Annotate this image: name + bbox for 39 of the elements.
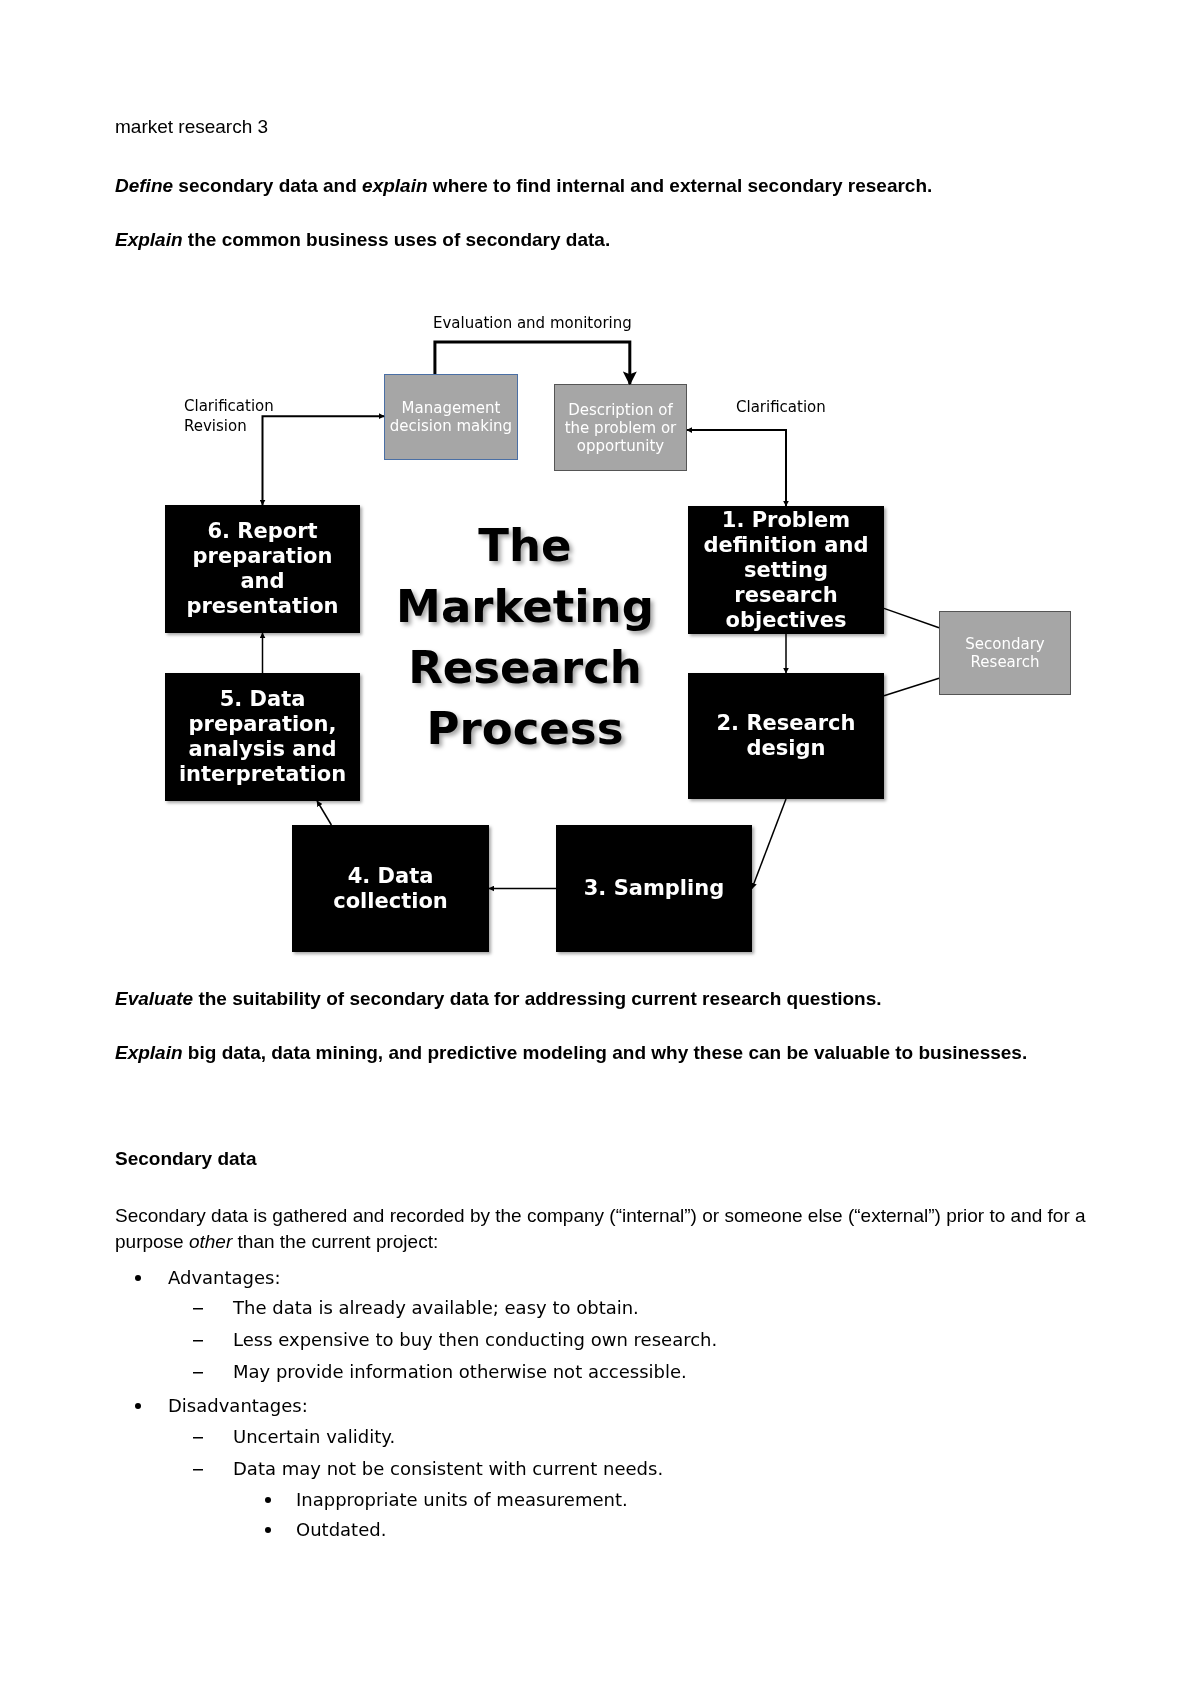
list-item: Inappropriate units of measurement. xyxy=(296,1488,629,1512)
process-box: 4. Data collection xyxy=(292,825,489,952)
arrow xyxy=(433,340,637,386)
edge-label: Evaluation and monitoring xyxy=(433,313,632,333)
connector-line xyxy=(883,607,940,629)
page-title: market research 3 xyxy=(115,115,269,139)
list-item: Uncertain validity. xyxy=(233,1425,397,1449)
instruction-text: Define secondary data and explain where to find internal and external secondary research. xyxy=(115,174,934,198)
process-box: 1. Problem definition and setting research objectives xyxy=(688,506,884,634)
large-heading-text: The Marketing Research Process xyxy=(395,518,655,757)
arrow xyxy=(751,798,787,890)
instruction-text: Explain big data, data mining, and predictive modeling and why these can be valuable to businesses. xyxy=(115,1041,1029,1065)
edge-label: Clarification xyxy=(736,397,826,417)
instruction-text: Evaluate the suitability of secondary data for addressing current research questions. xyxy=(115,987,883,1011)
arrow xyxy=(316,800,333,826)
list-item: Outdated. xyxy=(296,1518,388,1542)
list-item: May provide information otherwise not accessible. xyxy=(233,1360,688,1384)
list-item: Advantages: xyxy=(168,1266,282,1290)
process-box: Description of the problem or opportunity xyxy=(554,384,687,471)
process-box: 3. Sampling xyxy=(556,825,752,952)
list-item: Less expensive to buy then conducting own research. xyxy=(233,1328,719,1352)
process-box: Secondary Research xyxy=(939,611,1071,695)
arrow xyxy=(488,885,557,892)
list-item: Data may not be consistent with current needs. xyxy=(233,1457,665,1481)
process-box: 5. Data preparation, analysis and interpretation xyxy=(165,673,360,801)
arrow xyxy=(783,633,789,674)
list-item: Disadvantages: xyxy=(168,1394,309,1418)
instruction-text: Explain the common business uses of secondary data. xyxy=(115,228,612,252)
section-heading: Secondary data xyxy=(115,1147,258,1171)
process-box: Management decision making xyxy=(384,374,518,460)
process-box: 6. Report preparation and presentation xyxy=(165,505,360,633)
arrow xyxy=(259,413,385,506)
process-box: 2. Research design xyxy=(688,673,884,799)
list-item: The data is already available; easy to obtain. xyxy=(233,1296,640,1320)
edge-label: Clarification Revision xyxy=(184,396,274,436)
connector-line xyxy=(883,677,940,697)
arrow xyxy=(259,632,266,674)
arrow xyxy=(686,427,789,507)
paragraph: Secondary data is gathered and recorded by the company (“internal”) or someone else (“external”) prior to and for a purpose other than the current project: xyxy=(115,1204,1087,1254)
